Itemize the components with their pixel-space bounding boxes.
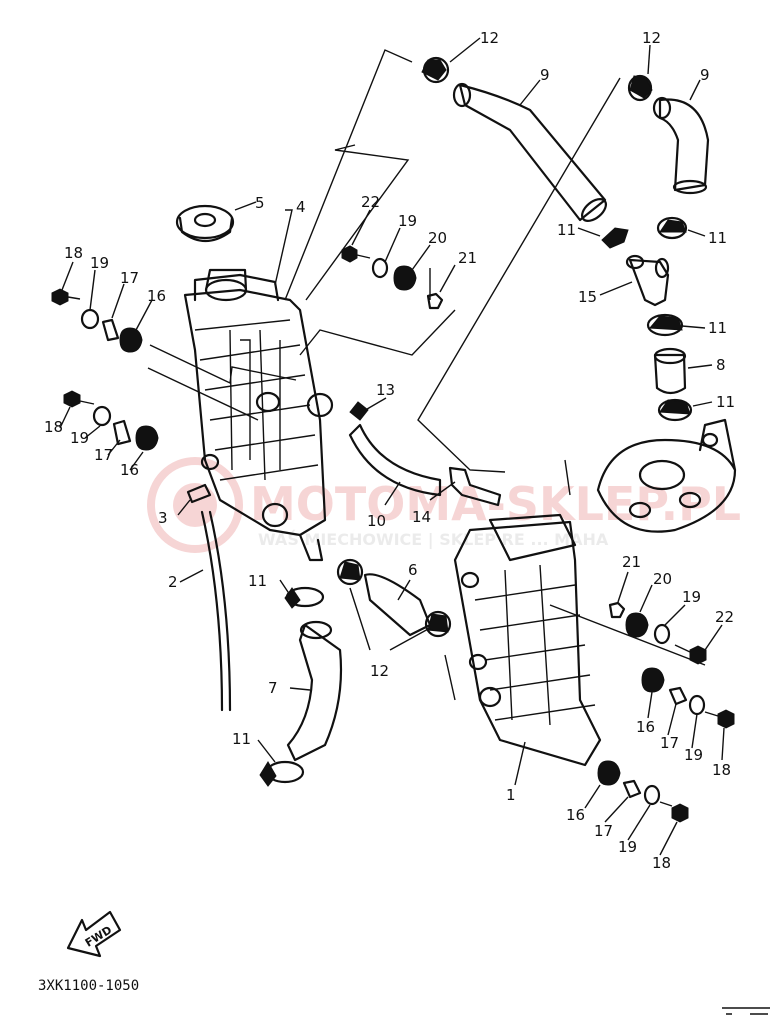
hose-10 [348,423,442,497]
callout-10: 10 [367,512,386,530]
callout-17: 17 [594,822,613,840]
callout-21: 21 [458,249,477,267]
fitting-15 [625,254,670,307]
watermark: MOTOMA-SKLEP.PL WAŚ MIECHOWICE | SKLEP R… [147,457,741,553]
callout-11: 11 [232,730,251,748]
clamp-11-c [646,313,684,337]
fwd-arrow-icon: FWD [66,910,122,958]
callout-17: 17 [94,446,113,464]
callout-19: 19 [682,588,701,606]
callout-11: 11 [716,393,735,411]
callout-19: 19 [90,254,109,272]
callout-2: 2 [168,573,178,591]
callout-14: 14 [412,508,431,526]
right-radiator [453,513,602,767]
callout-12: 12 [370,662,389,680]
clamp-11-a [601,227,629,249]
callout-6: 6 [408,561,418,579]
callout-18: 18 [652,854,671,872]
callout-19: 19 [684,746,703,764]
watermark-subtitle: WAŚ MIECHOWICE | SKLEP RE ... MAHA [258,530,609,550]
cylinder-head [596,418,737,533]
right-mount-middle [641,667,735,729]
leader-lines [59,37,725,856]
left-radiator [183,273,334,562]
callout-16: 16 [566,806,585,824]
callout-16: 16 [147,287,166,305]
left-mount-lower [63,390,159,451]
callout-19: 19 [618,838,637,856]
upper-hose-left [452,82,607,222]
short-hose-8 [653,347,687,395]
callout-16: 16 [120,461,139,479]
callout-15: 15 [578,288,597,306]
callout-5: 5 [255,194,265,212]
callout-19: 19 [70,429,89,447]
callout-4: 4 [296,198,306,216]
callout-13: 13 [376,381,395,399]
callout-19: 19 [398,212,417,230]
callout-8: 8 [716,356,726,374]
callout-20: 20 [653,570,672,588]
callout-22: 22 [361,193,380,211]
clip-3 [186,483,212,504]
callout-16: 16 [636,718,655,736]
watermark-logo [147,457,243,553]
clamp-11-e [284,586,325,609]
fwd-label: FWD [83,923,114,949]
callouts: 12 9 12 9 5 4 22 19 20 21 11 11 15 11 8 … [44,29,735,872]
callout-12: 12 [642,29,661,47]
hose-6 [363,573,432,637]
clamp-11-d [657,398,693,422]
right-mount-lower [597,760,689,823]
callout-1: 1 [506,786,516,804]
callout-7: 7 [268,679,278,697]
diagram-code: 3XK1100-1050 [38,978,139,994]
clamp-13 [349,401,369,421]
callout-11: 11 [248,572,267,590]
callout-18: 18 [712,761,731,779]
callout-22: 22 [715,608,734,626]
lower-hose-7 [286,620,343,762]
callout-11: 11 [708,319,727,337]
callout-12: 12 [480,29,499,47]
overflow-hose-2 [200,510,232,712]
callout-17: 17 [660,734,679,752]
clamp-12-a [421,56,450,84]
callout-11: 11 [557,221,576,239]
clamp-11-b [656,216,688,240]
callout-18: 18 [64,244,83,262]
left-mount-upper [51,288,143,353]
upper-hose-right [652,96,710,195]
callout-9: 9 [700,66,710,84]
clamp-12-d [424,610,452,638]
callout-18: 18 [44,418,63,436]
callout-11: 11 [708,229,727,247]
callout-20: 20 [428,229,447,247]
clamp-11-f [259,760,305,787]
clamp-12-b [627,74,653,102]
clamp-12-c [336,558,364,586]
radiator-cap [175,204,235,243]
fitting-14 [448,466,502,507]
callout-3: 3 [158,509,168,527]
callout-9: 9 [540,66,550,84]
right-mount-upper [608,601,707,665]
callout-17: 17 [120,269,139,287]
mount-group-center [341,245,444,310]
corner-mark [722,1007,770,1015]
callout-21: 21 [622,553,641,571]
